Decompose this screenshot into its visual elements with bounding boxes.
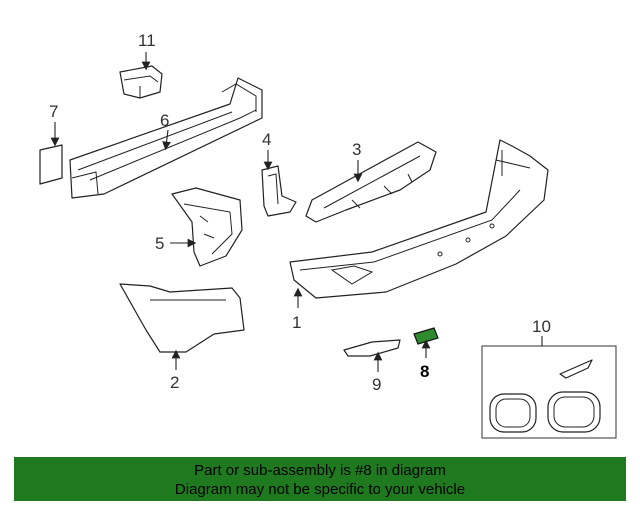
part-9-reflector[interactable] (343, 339, 401, 357)
callout-6[interactable]: 6 (160, 111, 169, 130)
callout-5[interactable]: 5 (155, 234, 164, 253)
part-6-reinforcement-bar[interactable] (69, 77, 263, 199)
part-8-highlighted[interactable] (413, 327, 439, 345)
callout-2[interactable]: 2 (170, 373, 179, 392)
callout-1[interactable]: 1 (292, 313, 301, 332)
part-11-bracket[interactable] (119, 65, 163, 99)
parts-diagram: 11 7 6 4 3 5 (39, 31, 617, 439)
part-3-absorber[interactable] (305, 141, 437, 223)
callout-7[interactable]: 7 (49, 102, 58, 121)
callout-11[interactable]: 11 (138, 31, 156, 50)
info-banner: Part or sub-assembly is #8 in diagram Di… (14, 457, 626, 501)
part-10-inset[interactable] (481, 345, 617, 439)
part-5-side-bracket[interactable] (171, 187, 243, 267)
part-2-splash-shield[interactable] (119, 283, 245, 353)
callout-3[interactable]: 3 (352, 140, 361, 159)
callout-8[interactable]: 8 (420, 362, 429, 381)
part-1-bumper-cover[interactable] (289, 139, 549, 299)
banner-line-1: Part or sub-assembly is #8 in diagram (194, 462, 446, 479)
callout-9[interactable]: 9 (372, 375, 381, 394)
callout-4[interactable]: 4 (262, 130, 271, 149)
part-7-pad[interactable] (39, 144, 63, 185)
leader-6 (162, 129, 171, 151)
callout-10[interactable]: 10 (532, 317, 551, 336)
part-4-bracket[interactable] (261, 165, 297, 217)
banner-line-2: Diagram may not be specific to your vehi… (174, 481, 466, 498)
